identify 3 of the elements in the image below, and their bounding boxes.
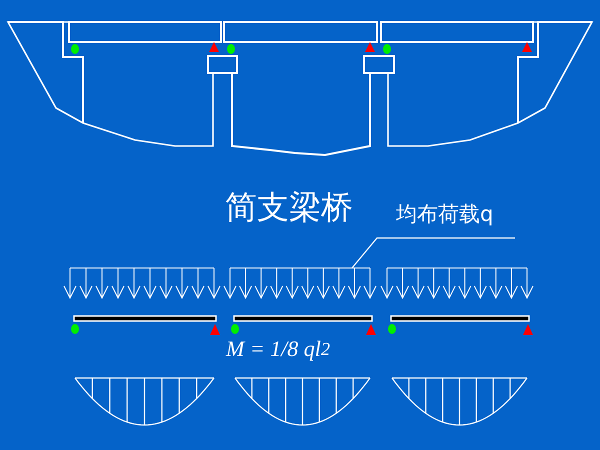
leader-line (352, 237, 515, 268)
title: 简支梁桥 (225, 187, 353, 228)
load-label: 均布荷载q (395, 201, 494, 228)
